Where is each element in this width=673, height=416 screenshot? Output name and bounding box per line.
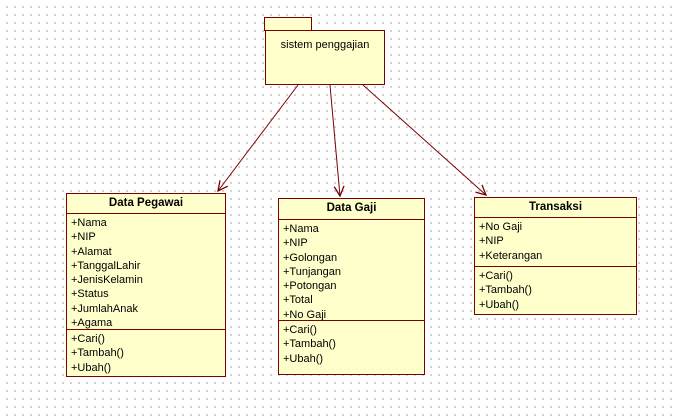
methods-compartment: +Cari() +Tambah() +Ubah(): [475, 267, 636, 314]
class-attribute: +NIP: [479, 235, 504, 248]
class-method: +Ubah(): [479, 298, 520, 311]
class-attribute: +Total: [283, 294, 313, 307]
class-method: +Ubah(): [71, 361, 112, 374]
class-title: Data Pegawai: [67, 194, 225, 214]
class-attribute: +JenisKelamin: [71, 274, 143, 287]
class-method: +Tambah(): [71, 347, 124, 360]
methods-compartment: +Cari() +Tambah() +Ubah(): [279, 321, 424, 374]
class-method: +Cari(): [479, 270, 513, 282]
class-attribute: +Nama: [71, 217, 107, 229]
package-label: sistem penggajian: [280, 39, 370, 51]
class-method: +Cari(): [283, 324, 317, 336]
class-box-data-gaji[interactable]: Data Gaji +Nama +NIP +Golongan +Tunjanga…: [278, 198, 425, 375]
class-attribute: +Golongan: [283, 251, 338, 264]
class-attribute: +Potongan: [283, 280, 337, 293]
class-attribute: +Keterangan: [479, 249, 543, 262]
class-attribute: +NIP: [283, 237, 308, 250]
class-method: +Tambah(): [479, 284, 532, 297]
class-method: +Ubah(): [283, 352, 324, 365]
class-method: +Tambah(): [283, 338, 336, 351]
attributes-compartment: +Nama +NIP +Alamat +TanggalLahir +JenisK…: [67, 214, 225, 330]
class-attribute: +No Gaji: [479, 221, 523, 233]
package-tab[interactable]: [264, 17, 312, 31]
class-attribute: +NIP: [71, 231, 96, 244]
class-attribute: +Alamat: [71, 245, 112, 258]
attributes-compartment: +No Gaji +NIP +Keterangan: [475, 218, 636, 267]
class-attribute: +TanggalLahir: [71, 259, 141, 272]
class-attribute: +Agama: [71, 317, 113, 330]
class-title: Data Gaji: [279, 199, 424, 220]
class-attribute: +Nama: [283, 223, 319, 235]
class-title: Transaksi: [475, 198, 636, 218]
methods-compartment: +Cari() +Tambah() +Ubah(): [67, 330, 225, 376]
class-box-data-pegawai[interactable]: Data Pegawai +Nama +NIP +Alamat +Tanggal…: [66, 193, 226, 377]
class-attribute: +Status: [71, 288, 109, 301]
class-attribute: +Tunjangan: [283, 265, 342, 278]
class-attribute: +JumlahAnak: [71, 302, 138, 315]
package-sistem-penggajian[interactable]: sistem penggajian: [265, 30, 385, 85]
class-box-transaksi[interactable]: Transaksi +No Gaji +NIP +Keterangan +Car…: [474, 197, 637, 315]
arrow-package-to-data-pegawai[interactable]: [218, 84, 299, 191]
class-attribute: +No Gaji: [283, 308, 327, 321]
arrow-package-to-transaksi[interactable]: [362, 84, 486, 195]
class-method: +Cari(): [71, 333, 105, 345]
attributes-compartment: +Nama +NIP +Golongan +Tunjangan +Potonga…: [279, 220, 424, 321]
arrow-package-to-data-gaji[interactable]: [329, 84, 340, 196]
